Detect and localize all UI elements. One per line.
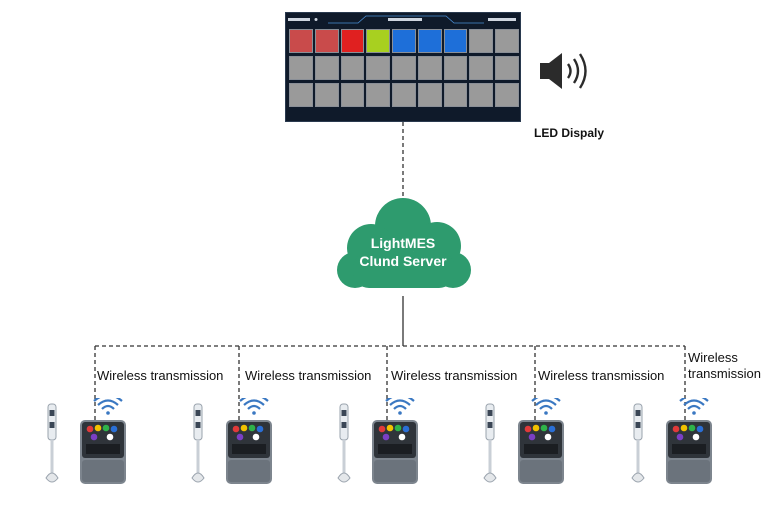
station-5 xyxy=(628,393,728,490)
cloud-server-subtitle: Clund Server xyxy=(359,253,447,269)
led-status-cell xyxy=(289,83,313,107)
led-status-cell xyxy=(495,83,520,107)
led-header-bar xyxy=(288,15,516,24)
wireless-label-4: Wireless transmission xyxy=(538,368,665,383)
led-status-cell xyxy=(289,56,313,80)
speaker-icon xyxy=(540,53,587,89)
led-status-cell xyxy=(443,56,468,80)
led-status-cell xyxy=(495,29,520,53)
led-status-cell xyxy=(443,29,468,53)
andon-terminal-icon xyxy=(337,393,418,484)
cloud-server-title: LightMES xyxy=(370,235,436,251)
cloud-server-icon xyxy=(337,198,471,288)
andon-terminal-icon xyxy=(483,393,564,484)
wireless-label-2: Wireless transmission xyxy=(245,368,372,383)
station-4 xyxy=(480,393,580,490)
led-status-cell xyxy=(314,56,339,80)
led-status-grid xyxy=(289,29,520,110)
led-status-cell xyxy=(340,29,365,53)
led-status-cell xyxy=(417,56,442,80)
led-status-cell xyxy=(314,29,339,53)
station-1 xyxy=(42,393,142,490)
led-status-cell xyxy=(340,83,365,107)
led-status-cell xyxy=(469,29,494,53)
led-row xyxy=(289,56,520,80)
led-display-label: LED Dispaly xyxy=(534,126,605,140)
led-display-screen xyxy=(285,12,521,122)
led-status-cell xyxy=(417,29,442,53)
led-status-cell xyxy=(392,83,416,107)
wireless-label-5: Wireless transmission xyxy=(688,350,761,381)
wireless-label-1: Wireless transmission xyxy=(97,368,224,383)
wireless-label-3: Wireless transmission xyxy=(391,368,518,383)
led-status-cell xyxy=(469,83,494,107)
led-status-cell xyxy=(366,56,391,80)
led-status-cell xyxy=(469,56,494,80)
andon-terminal-icon xyxy=(191,393,272,484)
led-status-cell xyxy=(340,56,365,80)
led-status-cell xyxy=(366,29,391,53)
station-3 xyxy=(334,393,434,490)
led-status-cell xyxy=(314,83,339,107)
led-status-cell xyxy=(495,56,520,80)
andon-terminal-icon xyxy=(45,393,126,484)
led-status-cell xyxy=(392,56,416,80)
andon-terminal-icon xyxy=(631,393,712,484)
led-row xyxy=(289,29,520,53)
led-status-cell xyxy=(417,83,442,107)
led-status-cell xyxy=(392,29,416,53)
led-status-cell xyxy=(289,29,313,53)
led-status-cell xyxy=(443,83,468,107)
led-status-cell xyxy=(366,83,391,107)
station-2 xyxy=(188,393,288,490)
led-row xyxy=(289,83,520,107)
